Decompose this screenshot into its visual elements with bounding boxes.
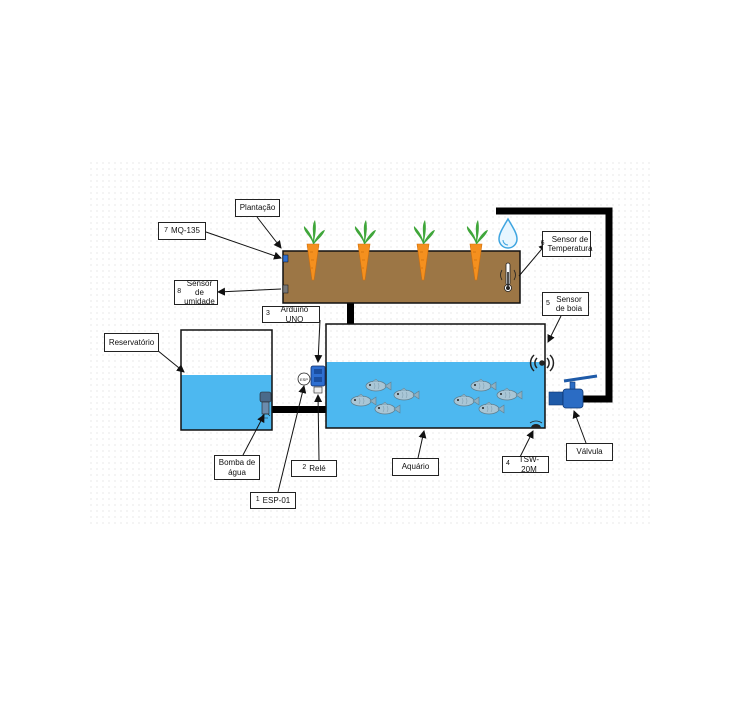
label-arduino-uno: 3 Arduino UNO (262, 305, 320, 324)
label-sensor-umidade: 8 Sensor de umidade (174, 279, 218, 306)
label-bomba-agua: Bomba de água (214, 455, 260, 480)
valve-icon (548, 374, 598, 409)
reservoir-water (181, 375, 272, 430)
planting-bed (282, 250, 521, 304)
label-sensor-temperatura: 6 Sensor de Temperatura (541, 231, 592, 257)
aquarium-tank (325, 323, 546, 429)
pump-icon (259, 391, 272, 419)
humidity-sensor (282, 284, 289, 294)
label-valvula: Válvula (566, 443, 613, 461)
tsw-sensor-icon (529, 420, 543, 428)
label-sensor-boia: 5 Sensor de boia (542, 292, 589, 316)
esp-chip-text: ESP (300, 377, 308, 382)
label-plantacao: Plantação (235, 199, 280, 217)
esp-chip (297, 372, 311, 386)
mq135-sensor (282, 254, 289, 263)
label-rele: 2 Relé (291, 460, 337, 477)
label-esp-01: 1 ESP-01 (250, 492, 296, 509)
label-mq135: 7 MQ-135 (158, 222, 206, 240)
return-pipe (496, 207, 613, 403)
wifi-signal-icon (529, 354, 555, 372)
label-reservatorio: Reservatório (104, 333, 159, 352)
background-panel (88, 160, 654, 528)
thermometer-icon (500, 262, 516, 292)
vertical-pipe (347, 302, 354, 324)
reservoir-tank (180, 329, 273, 431)
label-tsw-20m: 4 TSW-20M (502, 455, 549, 474)
leader-lines (156, 216, 587, 493)
label-aquario: Aquário (392, 458, 439, 476)
relay-module (313, 386, 323, 394)
